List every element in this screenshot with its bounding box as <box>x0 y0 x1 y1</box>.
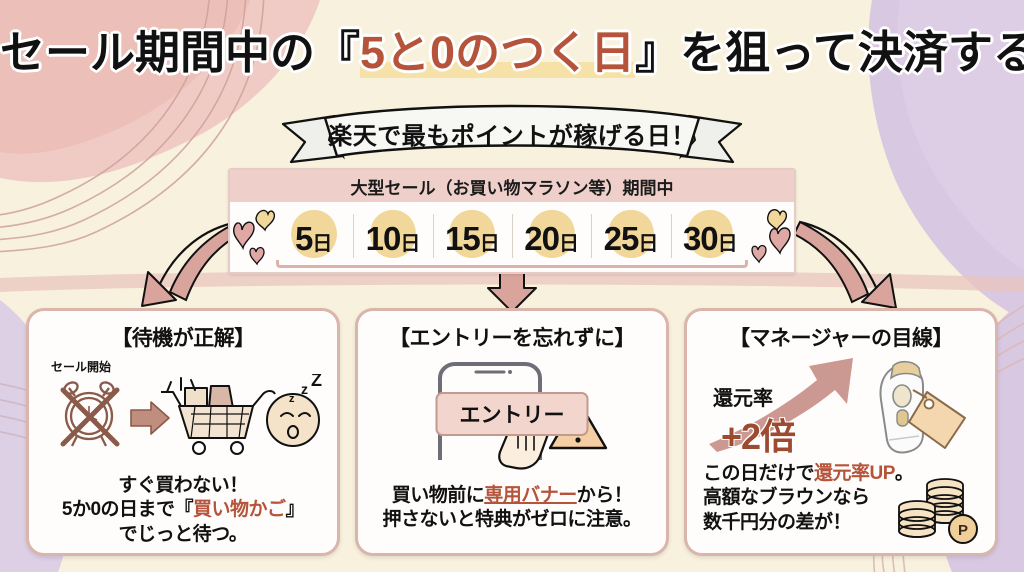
rate-value: +2倍 <box>721 416 796 457</box>
card-title: 【マネージャーの目線】 <box>728 327 954 350</box>
epilator-device-icon <box>879 360 924 454</box>
card-illustration: エントリー <box>358 352 666 470</box>
card-line-pre: 買い物前に <box>391 485 485 506</box>
date-number: 30 <box>682 220 719 257</box>
shopping-cart-icon <box>161 385 276 455</box>
svg-text:z: z <box>301 381 308 397</box>
card-line-pre: 5か0の日まで『 <box>61 499 194 521</box>
phone-camera-dot <box>508 370 512 374</box>
date-unit: 日 <box>559 233 580 255</box>
wait-illustration: z Z z <box>60 374 322 455</box>
rate-label: 還元率 <box>713 388 773 410</box>
date-number: 20 <box>524 220 560 257</box>
tip-card-wait: 【待機が正解】 セール開始 <box>26 308 340 556</box>
card-line: 数千円分の差が！ <box>703 511 852 533</box>
date-highlight-blob <box>687 210 734 258</box>
card-line-emphasis: 還元率UP <box>814 463 895 484</box>
rising-arrow-icon <box>709 358 853 452</box>
date-unit: 日 <box>312 233 333 255</box>
card-line: この日だけで還元率UP。 <box>703 462 995 486</box>
date-unit: 日 <box>717 233 738 255</box>
ribbon-label: 楽天で最もポイントが稼げる日！ <box>328 123 696 150</box>
arrow-right-icon <box>130 401 170 435</box>
date-unit: 日 <box>638 233 659 255</box>
card-text: 買い物前に専用バナーから！ 押さないと特典がゼロに注意。 <box>358 484 666 533</box>
svg-text:z: z <box>289 393 295 405</box>
arrow-to-card-3 <box>792 220 897 309</box>
card-title: 【待機が正解】 <box>111 327 255 350</box>
date-range-underline <box>276 260 748 268</box>
date-number: 10 <box>365 220 402 257</box>
date-highlight-blob <box>449 210 496 258</box>
entry-button[interactable]: エントリー <box>435 392 589 436</box>
heart-sparkle-decoration-left <box>232 209 276 266</box>
date-unit: 日 <box>479 233 500 255</box>
date-number: 5 <box>295 220 313 257</box>
title-bracket-open: 『 <box>315 27 361 78</box>
card-line: 5か0の日まで『買い物かご』 <box>29 498 337 522</box>
date-highlight-blob <box>607 210 654 258</box>
sale-days-header-label: 大型セール（お買い物マラソン等）期間中 <box>350 178 674 198</box>
date-highlight-blob <box>528 210 575 258</box>
heart-sparkle-decoration-right <box>751 209 791 264</box>
date-highlight-blob <box>370 210 416 258</box>
coins-stack-icon: P <box>898 478 978 544</box>
card-line: 押さないと特典がゼロに注意。 <box>382 509 642 531</box>
sleeping-face-icon: z Z z <box>266 374 322 447</box>
device-window <box>892 384 912 408</box>
card-line-pre: この日だけで <box>703 463 815 484</box>
card-line-emphasis: 買い物かご <box>193 499 286 521</box>
smartphone-icon <box>438 362 542 460</box>
tip-card-entry: 【エントリーを忘れずに】 <box>355 308 669 556</box>
page-title: セール期間中の『5と0のつく日』を狙って決済する <box>0 27 1024 78</box>
date-number: 25 <box>603 220 640 257</box>
rate-up-illustration <box>709 358 966 454</box>
ribbon-banner: 楽天で最もポイントが稼げる日！ <box>277 100 747 185</box>
price-tag-icon <box>908 389 966 449</box>
card-illustration: セール開始 <box>29 352 337 464</box>
card-title: 【エントリーを忘れずに】 <box>389 327 636 350</box>
date-highlight-blob <box>290 210 337 258</box>
card-line: 高額なブラウンなら <box>703 487 870 509</box>
cross-out-mark <box>60 387 120 447</box>
card-line: すぐ買わない！ <box>118 475 248 496</box>
date-number: 15 <box>444 220 481 257</box>
sale-start-label: セール開始 <box>51 360 112 374</box>
motion-lines <box>166 377 196 393</box>
point-coin-label: P <box>958 522 968 539</box>
title-highlight: 5と0のつく日 <box>360 27 636 78</box>
point-coin <box>948 514 978 544</box>
card-line-post: 。 <box>894 463 914 484</box>
title-lead: セール期間中の <box>0 27 316 78</box>
tip-card-manager: 【マネージャーの目線】 <box>684 308 998 556</box>
card-line: 買い物前に専用バナーから！ <box>358 484 666 508</box>
title-bracket-close: 』 <box>635 27 681 78</box>
ribbon-shape <box>281 104 743 164</box>
card-line-emphasis: 専用バナー <box>484 485 577 506</box>
title-tail: を狙って決済する <box>680 27 1024 78</box>
card-text: この日だけで還元率UP。 高額なブラウンなら 数千円分の差が！ <box>687 462 995 535</box>
card-line-post: から！ <box>576 485 633 506</box>
arrow-to-card-1 <box>141 220 246 307</box>
date-unit: 日 <box>400 233 421 255</box>
sale-days-header: 大型セール（お買い物マラソン等）期間中 <box>230 170 794 202</box>
alarm-clock-icon <box>63 381 115 447</box>
svg-text:Z: Z <box>311 374 322 390</box>
card-line-post: 』 <box>285 499 305 521</box>
card-text: すぐ買わない！ 5か0の日まで『買い物かご』 でじっと待つ。 <box>29 474 337 547</box>
card-illustration: 還元率 +2倍 <box>687 352 995 458</box>
card-line: でじっと待つ。 <box>118 523 248 545</box>
device-button <box>896 409 909 427</box>
